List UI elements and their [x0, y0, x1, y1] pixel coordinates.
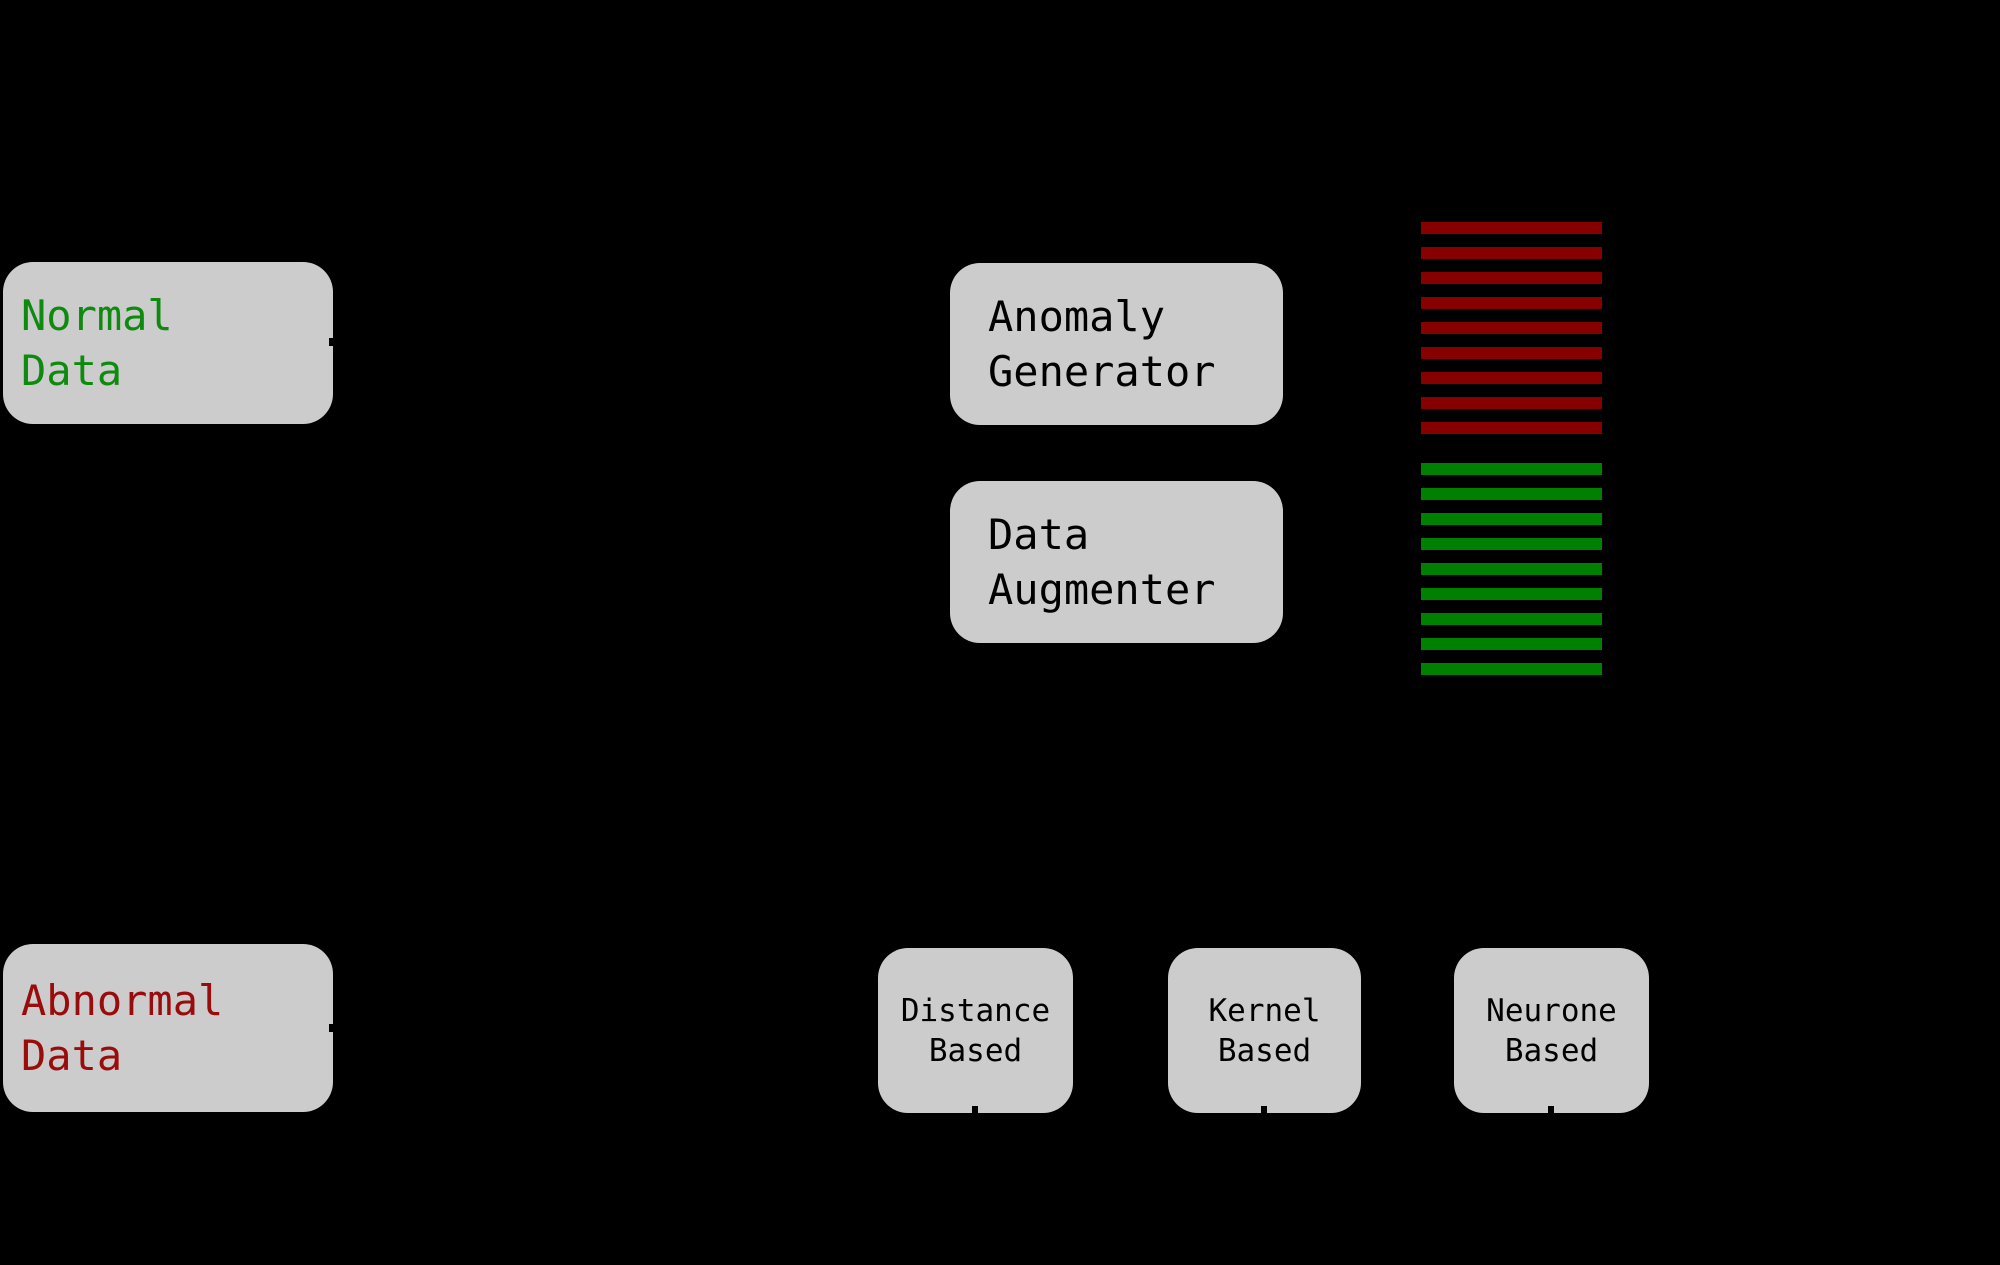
data-augmenter-box: Data Augmenter — [950, 481, 1283, 643]
anomalous-data-row-stripe — [1421, 347, 1602, 359]
anomalous-data-row-stripe — [1421, 297, 1602, 309]
normal-data-row-stripe — [1421, 613, 1602, 625]
arrow-stub — [1261, 1106, 1267, 1113]
neurone-based-label: Neurone Based — [1486, 992, 1617, 1069]
anomalous-data-row-stripe — [1421, 372, 1602, 384]
kernel-based-box: Kernel Based — [1168, 948, 1361, 1113]
distance-based-label: Distance Based — [900, 992, 1051, 1069]
anomalous-data-row-stripe — [1421, 322, 1602, 334]
normal-data-row-stripe — [1421, 463, 1602, 475]
arrow-stub — [329, 338, 336, 346]
abnormal-data-box: Abnormal Data — [3, 944, 333, 1112]
anomalous-data-row-stripe — [1421, 422, 1602, 434]
distance-based-box: Distance Based — [878, 948, 1073, 1113]
normal-data-label: Normal Data — [21, 291, 173, 395]
anomalous-data-row-stripe — [1421, 272, 1602, 284]
normal-data-row-stripe — [1421, 638, 1602, 650]
normal-data-row-stripe — [1421, 588, 1602, 600]
arrow-stub — [329, 1024, 336, 1032]
anomalous-data-row-stripe — [1421, 247, 1602, 259]
anomalous-samples-stack — [1421, 222, 1602, 434]
arrow-stub — [1548, 1106, 1554, 1113]
normal-data-row-stripe — [1421, 663, 1602, 675]
neurone-based-box: Neurone Based — [1454, 948, 1649, 1113]
normal-data-row-stripe — [1421, 563, 1602, 575]
data-augmenter-label: Data Augmenter — [988, 510, 1216, 614]
normal-data-row-stripe — [1421, 513, 1602, 525]
anomaly-generator-label: Anomaly Generator — [988, 292, 1216, 396]
normal-data-row-stripe — [1421, 488, 1602, 500]
normal-data-row-stripe — [1421, 538, 1602, 550]
kernel-based-label: Kernel Based — [1208, 992, 1321, 1069]
anomaly-generator-box: Anomaly Generator — [950, 263, 1283, 425]
anomalous-data-row-stripe — [1421, 222, 1602, 234]
arrow-stub — [972, 1106, 978, 1113]
normal-samples-stack — [1421, 463, 1602, 675]
anomalous-data-row-stripe — [1421, 397, 1602, 409]
normal-data-box: Normal Data — [3, 262, 333, 424]
abnormal-data-label: Abnormal Data — [21, 976, 224, 1080]
